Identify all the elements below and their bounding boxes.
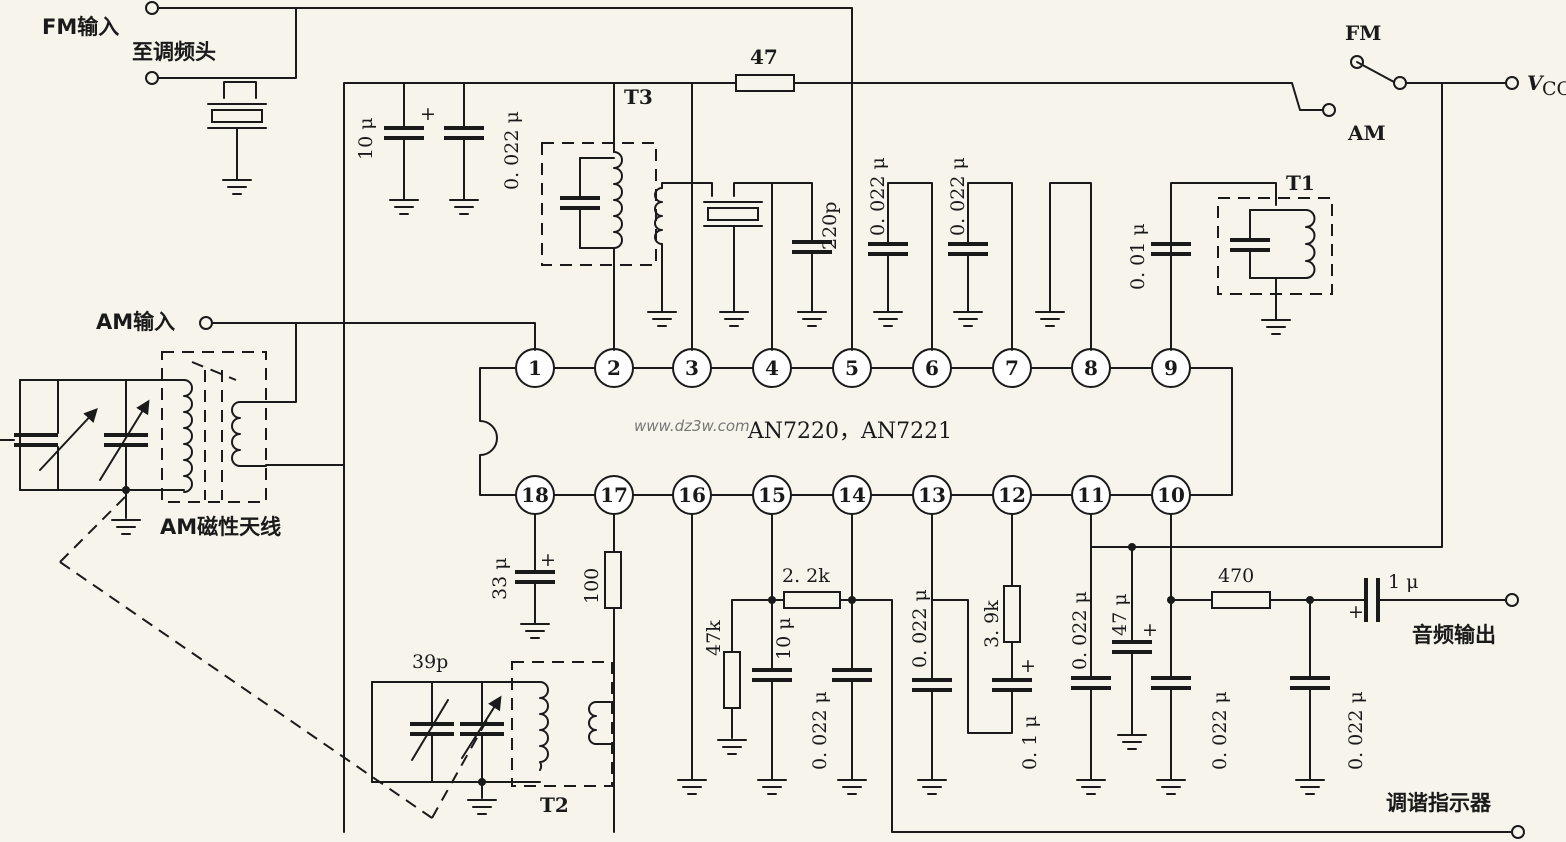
fm-input-section: FM输入 至调频头 bbox=[42, 1, 853, 351]
t3-label: T3 bbox=[624, 85, 653, 109]
cap-0022-top-label: 0. 022 μ bbox=[501, 111, 523, 190]
resistor-47-label: 47 bbox=[750, 45, 778, 69]
t1-transformer: 0. 01 μ T1 bbox=[1127, 171, 1333, 351]
cap-47u-label: 47 μ bbox=[1109, 593, 1131, 636]
switch-am-contact[interactable] bbox=[1322, 103, 1336, 117]
switch-common[interactable] bbox=[1393, 76, 1407, 90]
pins-6-7-caps: 0. 022 μ 0. 022 μ bbox=[867, 157, 1092, 351]
switch-am-label: AM bbox=[1347, 121, 1386, 145]
pin-label: 18 bbox=[521, 483, 549, 507]
cap-001-label: 0. 01 μ bbox=[1127, 223, 1149, 290]
pin-label: 16 bbox=[678, 483, 706, 507]
cap-33u-label: 33 μ bbox=[489, 557, 511, 600]
pin-label: 2 bbox=[607, 356, 621, 380]
resistor-3k9 bbox=[1003, 585, 1021, 643]
pin-label: 4 bbox=[765, 356, 779, 380]
cap-0022-p6-label: 0. 022 μ bbox=[947, 157, 969, 236]
t3-transformer: T3 bbox=[541, 82, 713, 351]
cap-0022-13-label: 0. 022 μ bbox=[909, 589, 931, 668]
cap-01u-label: 0. 1 μ bbox=[1019, 715, 1041, 770]
to-tuner-label: 至调频头 bbox=[132, 40, 216, 64]
am-input-terminal[interactable] bbox=[199, 316, 213, 330]
resistor-3k9-label: 3. 9k bbox=[981, 600, 1003, 648]
pin-label: 7 bbox=[1005, 356, 1019, 380]
bottom-pin-row: 18 17 16 15 14 13 12 11 10 bbox=[515, 475, 1191, 515]
fm-input-label: FM输入 bbox=[42, 15, 119, 39]
top-pin-row: 1 2 3 4 5 6 7 8 9 bbox=[515, 348, 1191, 388]
pin-10-11-output: 0. 022 μ + 47 μ 0. 022 μ 470 + 1 μ 音频输出 bbox=[1069, 513, 1525, 839]
pin-label: 1 bbox=[528, 356, 542, 380]
ground-bus bbox=[265, 82, 853, 833]
cap-0022-p5-label: 0. 022 μ bbox=[867, 157, 889, 236]
pin-label: 8 bbox=[1084, 356, 1098, 380]
resistor-470-label: 470 bbox=[1218, 565, 1254, 587]
cap-10u-label: 10 μ bbox=[355, 117, 377, 160]
polarity-plus: + bbox=[420, 103, 436, 125]
resistor-100-label: 100 bbox=[581, 568, 603, 604]
switch-fm-label: FM bbox=[1345, 21, 1381, 45]
pin-label: 17 bbox=[600, 483, 628, 507]
audio-out-terminal[interactable] bbox=[1505, 593, 1519, 607]
pin-label: 11 bbox=[1077, 483, 1105, 507]
t2-label: T2 bbox=[540, 793, 569, 817]
cap-39p-label: 39p bbox=[412, 651, 448, 673]
pin-14-16-section: 10 μ 47k 2. 2k 0. 022 μ bbox=[677, 513, 1513, 833]
tuning-indicator-terminal[interactable] bbox=[1511, 825, 1525, 839]
cap-0022-out-label: 0. 022 μ bbox=[1345, 691, 1367, 770]
am-antenna-label: AM磁性天线 bbox=[160, 515, 281, 539]
cap-0022-14-label: 0. 022 μ bbox=[809, 691, 831, 770]
pin-label: 9 bbox=[1164, 356, 1178, 380]
cap-220p-label: 220p bbox=[819, 202, 841, 250]
polarity-plus: + bbox=[1348, 601, 1364, 623]
cap-0022-10-label: 0. 022 μ bbox=[1209, 691, 1231, 770]
polarity-plus: + bbox=[1020, 655, 1036, 677]
resistor-2k2-label: 2. 2k bbox=[782, 565, 830, 587]
resistor-47 bbox=[735, 74, 795, 92]
watermark: www.dz3w.com bbox=[634, 417, 750, 435]
am-input-label: AM输入 bbox=[96, 310, 175, 334]
resistor-100 bbox=[604, 551, 622, 609]
tuning-indicator-label: 调谐指示器 bbox=[1386, 791, 1492, 815]
fm-input-terminal[interactable] bbox=[145, 1, 159, 15]
pin-label: 14 bbox=[838, 483, 866, 507]
am-antenna-section: AM输入 AM磁性天线 bbox=[0, 310, 536, 819]
cap-1u-label: 1 μ bbox=[1388, 571, 1418, 593]
t1-label: T1 bbox=[1286, 171, 1315, 195]
cap-0022-11-label: 0. 022 μ bbox=[1069, 591, 1091, 670]
polarity-plus: + bbox=[1142, 619, 1158, 641]
resistor-47k bbox=[723, 651, 741, 709]
resistor-470 bbox=[1211, 591, 1271, 609]
vcc-subscript: CC bbox=[1542, 78, 1566, 100]
cap-10u-b-label: 10 μ bbox=[773, 617, 795, 660]
pin-12-13-section: 0. 022 μ 3. 9k + 0. 1 μ bbox=[909, 513, 1041, 795]
pin-label: 13 bbox=[918, 483, 946, 507]
pin-label: 3 bbox=[685, 356, 699, 380]
audio-out-label: 音频输出 bbox=[1412, 623, 1496, 647]
pin-label: 10 bbox=[1157, 483, 1185, 507]
polarity-plus: + bbox=[540, 549, 556, 571]
chip-name: AN7220，AN7221 bbox=[747, 419, 952, 444]
pin-label: 6 bbox=[925, 356, 939, 380]
pin4-filter: 220p bbox=[703, 182, 841, 351]
resistor-2k2 bbox=[783, 591, 841, 609]
pin-label: 12 bbox=[998, 483, 1026, 507]
pin-17-18-section: + 33 μ 100 T2 39p bbox=[371, 513, 622, 833]
ic-chip: AN7220，AN7221 www.dz3w.com bbox=[479, 367, 1233, 496]
resistor-47k-label: 47k bbox=[703, 620, 725, 656]
top-decoupling-caps: + 10 μ 0. 022 μ bbox=[355, 82, 523, 215]
vcc-terminal[interactable] bbox=[1505, 76, 1519, 90]
vcc-switch: 47 FM AM V CC bbox=[691, 21, 1566, 548]
pin-label: 5 bbox=[845, 356, 859, 380]
pin-label: 15 bbox=[758, 483, 786, 507]
vcc-label: V bbox=[1527, 71, 1545, 95]
tuner-terminal[interactable] bbox=[145, 71, 159, 85]
